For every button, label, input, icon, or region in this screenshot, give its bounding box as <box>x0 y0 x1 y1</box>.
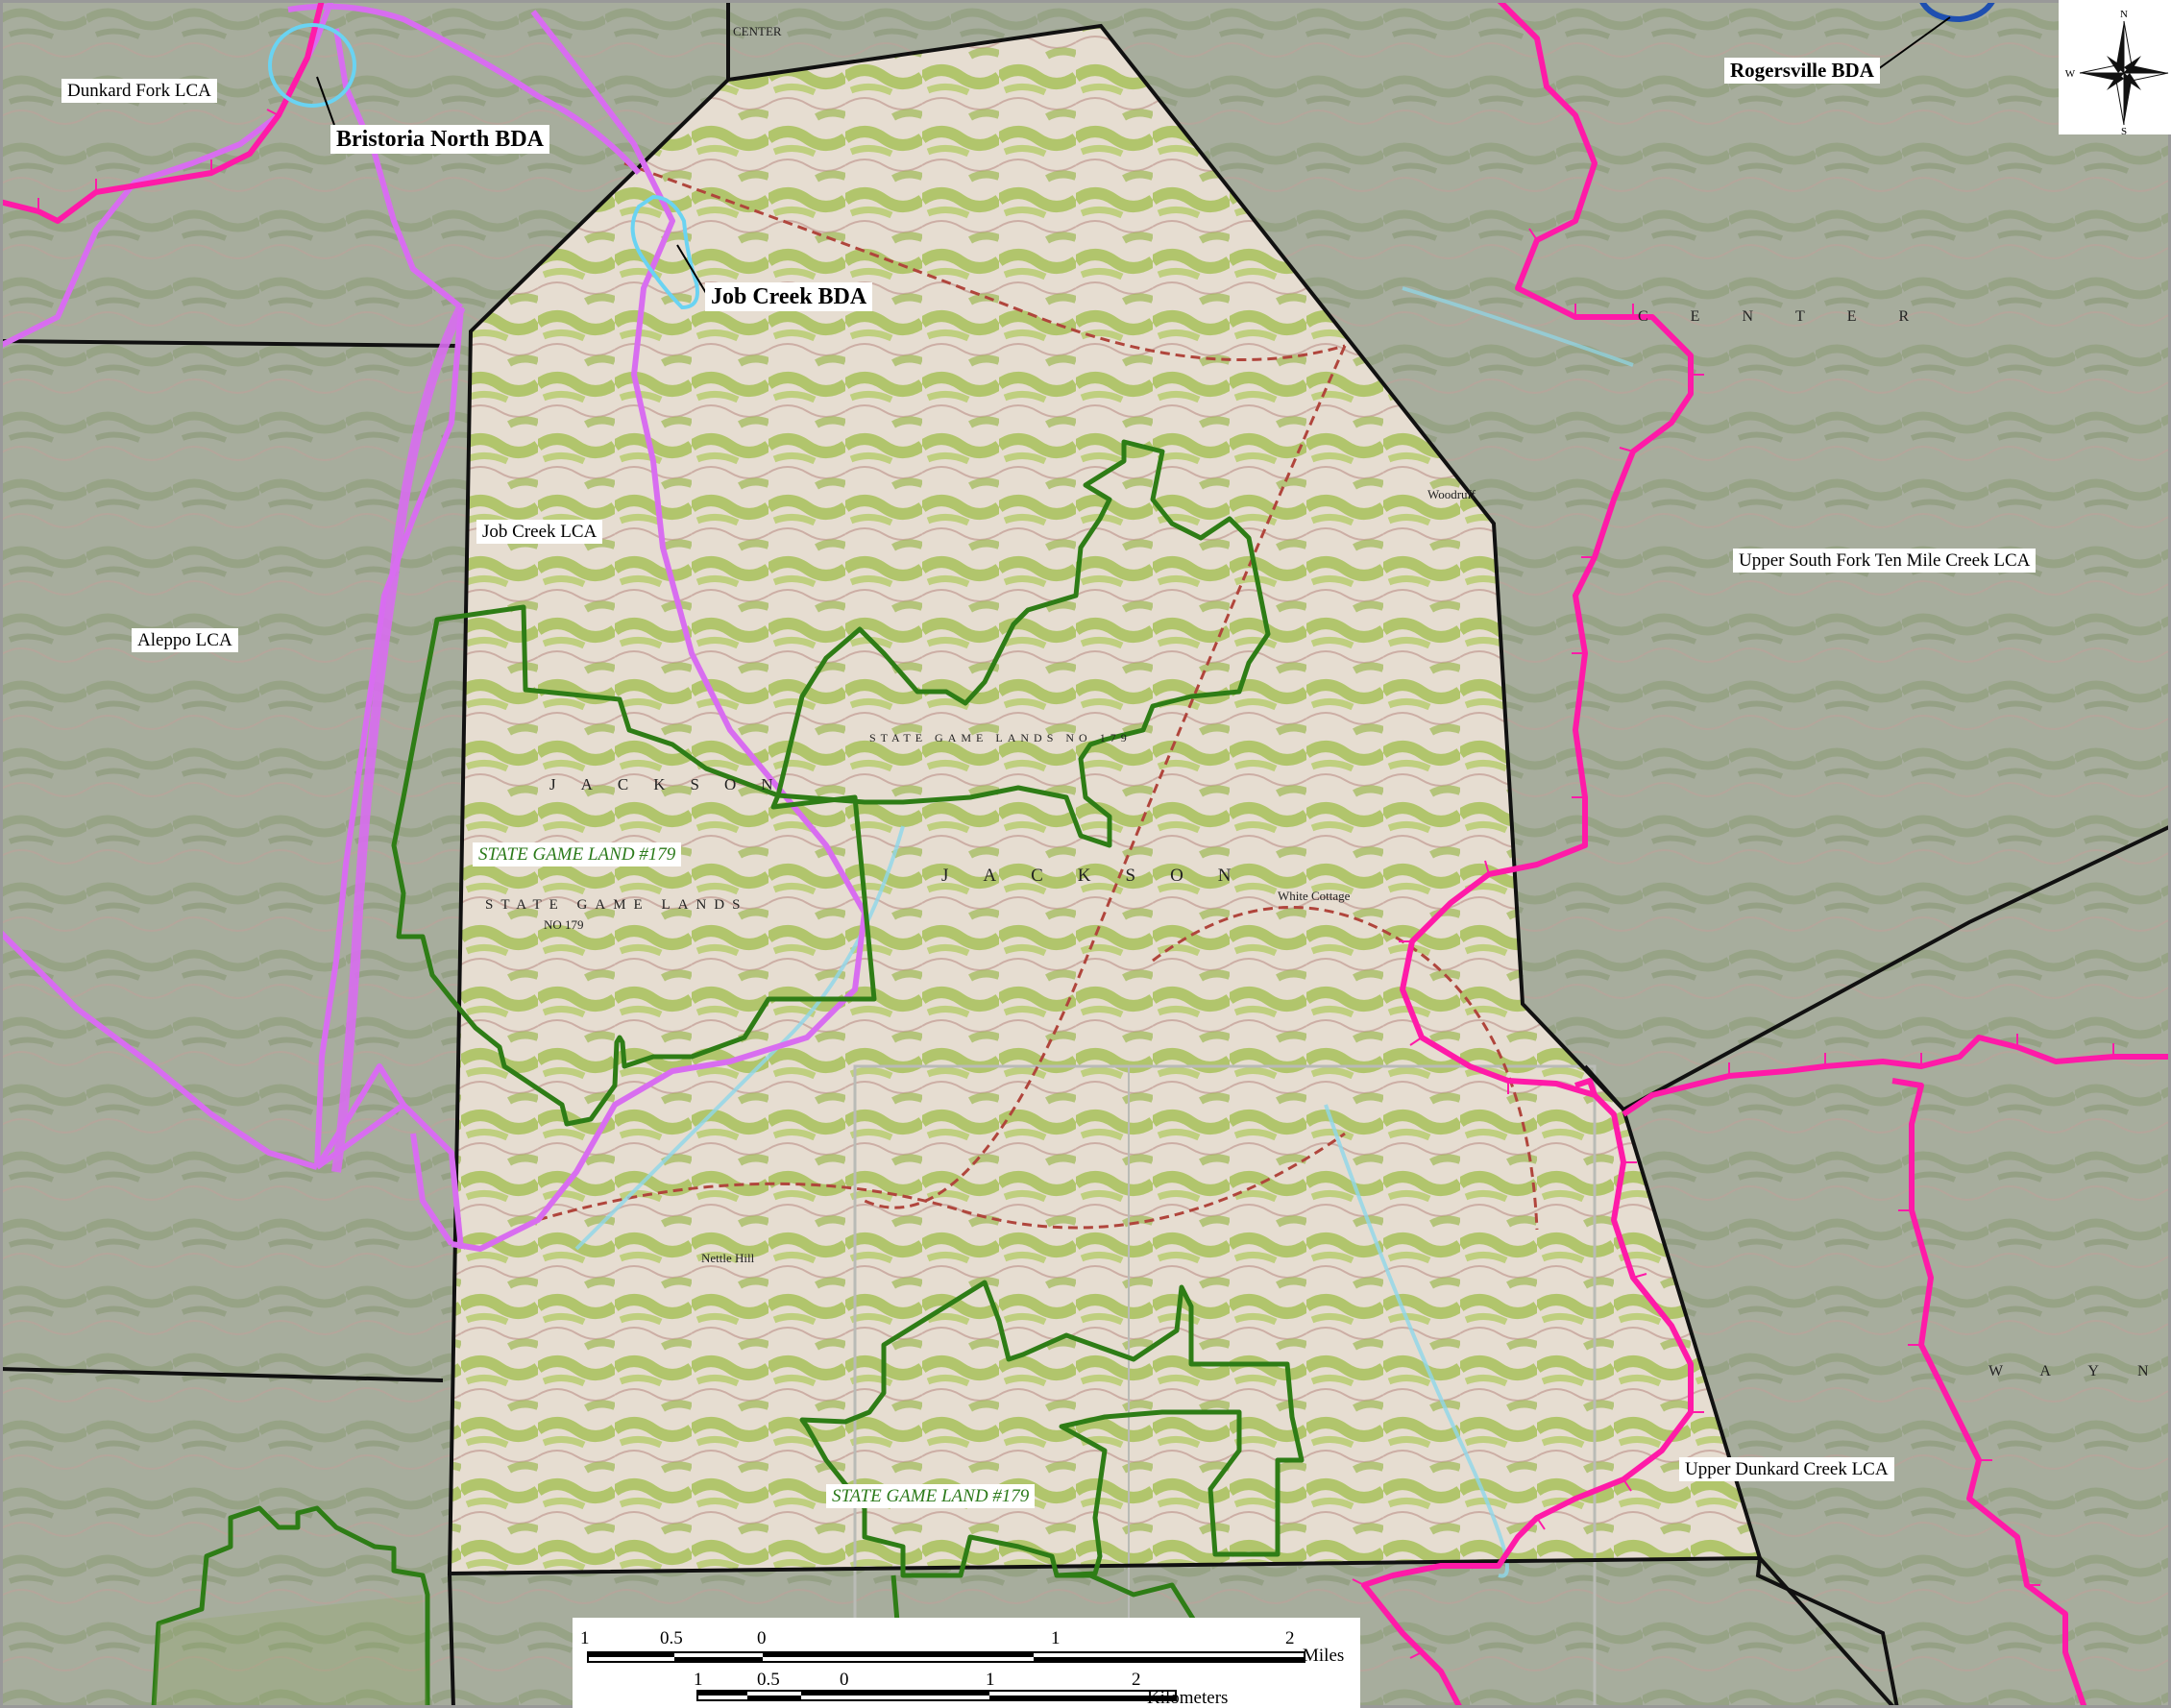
study-area-fill <box>450 26 1760 1574</box>
road <box>623 161 1346 362</box>
scale-miles-unit: Miles <box>1303 1646 1345 1666</box>
basemap-woodruff: Woodruff <box>1427 487 1476 501</box>
lca-boundary-violet <box>287 3 642 176</box>
label-state-game-land-south: STATE GAME LAND #179 <box>826 1484 1036 1508</box>
scale-miles-tick-5: 2 <box>1285 1628 1295 1648</box>
scale-miles-tick-1: 1 <box>580 1628 590 1648</box>
leader-line <box>316 76 335 126</box>
label-bristoria-north-bda: Bristoria North BDA <box>330 125 549 154</box>
label-upper-south-fork-lca: Upper South Fork Ten Mile Creek LCA <box>1733 549 2037 573</box>
scale-km-tick-4: 1 <box>986 1670 995 1690</box>
quad-boundary <box>853 1064 1597 1708</box>
leader-line <box>676 244 707 294</box>
lca-boundary-violet <box>331 305 466 1173</box>
stream <box>1402 286 1634 367</box>
bda-circle-job-creek[interactable] <box>630 194 699 310</box>
bda-circle-bristoria-north[interactable] <box>268 23 356 108</box>
label-upper-dunkard-lca: Upper Dunkard Creek LCA <box>1679 1457 1894 1481</box>
basemap-center-top: CENTER <box>733 24 782 38</box>
basemap-white-cottage: White Cottage <box>1278 889 1351 903</box>
scale-km-tick-3: 0 <box>840 1670 849 1690</box>
compass-s: S <box>2121 126 2127 134</box>
stream <box>574 825 905 1251</box>
scale-miles-tick-3: 0 <box>757 1628 767 1648</box>
basemap-township-wayne: WAYN <box>1988 1363 2171 1379</box>
north-arrow: N S W <box>2059 0 2171 137</box>
label-job-creek-lca: Job Creek LCA <box>476 520 603 544</box>
road <box>537 1132 1346 1230</box>
label-job-creek-bda: Job Creek BDA <box>705 282 873 311</box>
scale-km-tick-5: 2 <box>1132 1670 1141 1690</box>
scale-km-tick-2: 0.5 <box>757 1670 780 1690</box>
label-rogersville-bda: Rogersville BDA <box>1724 58 1880 84</box>
basemap-township-center: CENTER <box>1638 308 1952 325</box>
lca-boundary-violet <box>0 0 867 1252</box>
basemap-nettle-hill: Nettle Hill <box>701 1251 755 1265</box>
scale-km-tick-1: 1 <box>694 1670 703 1690</box>
game-land-inner <box>154 1595 427 1708</box>
bda-circle-rogersville[interactable] <box>1918 0 1996 23</box>
basemap-sgl-no: NO 179 <box>544 917 584 932</box>
basemap-state-game-lands: STATE GAME LANDS <box>485 897 748 913</box>
basemap-township-jackson-west: JACKSON <box>549 775 798 793</box>
label-dunkard-fork-lca: Dunkard Fork LCA <box>61 79 217 103</box>
scale-bar: 1 0.5 0 1 2 Miles 1 0.5 0 1 2 Kilometers <box>573 1618 1360 1708</box>
label-aleppo-lca: Aleppo LCA <box>132 628 238 652</box>
leader-line <box>1877 16 1951 70</box>
road <box>864 345 1347 1209</box>
label-state-game-land-west: STATE GAME LAND #179 <box>473 842 682 866</box>
scale-km-unit: Kilometers <box>1147 1688 1229 1708</box>
scale-miles-tick-2: 0.5 <box>660 1628 683 1648</box>
compass-n: N <box>2120 9 2128 20</box>
compass-w: W <box>2065 68 2076 80</box>
basemap-state-game-lands-no: STATE GAME LANDS NO 179 <box>869 731 1132 744</box>
scale-bar-graphic <box>587 1651 1305 1701</box>
lca-boundary-pink-ticks <box>37 109 2114 1659</box>
compass-rose-icon: N S W <box>2065 9 2169 137</box>
scale-miles-tick-4: 1 <box>1051 1628 1061 1648</box>
basemap-township-jackson-east: JACKSON <box>941 866 1266 886</box>
